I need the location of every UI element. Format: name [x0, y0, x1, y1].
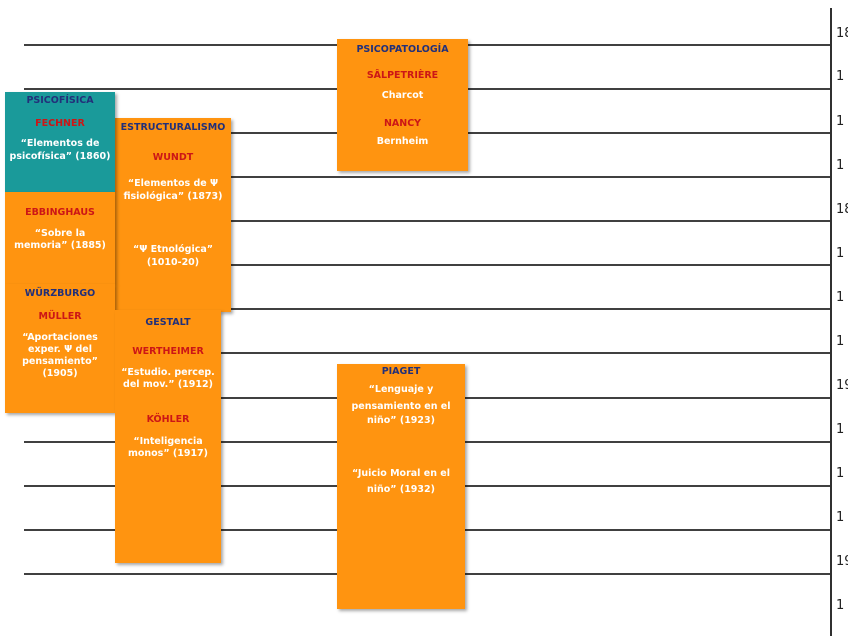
muller-work-line4: (1905) — [42, 368, 78, 379]
timeline-line — [24, 352, 830, 354]
ebbinghaus-box: EBBINGHAUS “Sobre la memoria” (1885) — [5, 192, 115, 284]
year-label: 19 — [836, 554, 848, 569]
wertheimer-work-line1: “Estudio. percep. — [121, 367, 215, 378]
wurzburgo-heading: WÜRZBURGO — [24, 288, 96, 299]
year-label: 19 — [836, 378, 848, 393]
kohler-label: KÖHLER — [146, 414, 190, 425]
timeline-line — [24, 264, 830, 266]
wundt-work1-line2: fisiológica” (1873) — [123, 191, 223, 202]
psicofisica-heading: PSICOFÍSICA — [26, 95, 94, 106]
wurzburgo-box: WÜRZBURGO MÜLLER “Aportaciones exper. Ψ … — [5, 284, 115, 413]
piaget-work1-line1: “Lenguaje y — [368, 384, 434, 395]
muller-work-line1: “Aportaciones — [22, 332, 98, 343]
piaget-heading: PIAGET — [381, 366, 421, 377]
ebbinghaus-work-line1: “Sobre la — [34, 228, 86, 239]
kohler-work-line2: monos” (1917) — [127, 448, 209, 459]
wertheimer-work-line2: del mov.” (1912) — [123, 379, 213, 390]
wundt-work1-line1: “Elementos de Ψ — [127, 178, 219, 189]
gestalt-heading: GESTALT — [145, 317, 191, 328]
ebbinghaus-work-line2: memoria” (1885) — [14, 240, 106, 251]
wundt-work2-line2: (1010-20) — [146, 257, 200, 268]
estructuralismo-box: ESTRUCTURALISMO WUNDT “Elementos de Ψ fi… — [115, 118, 231, 312]
ebbinghaus-label: EBBINGHAUS — [25, 207, 95, 218]
muller-work-line3: pensamiento” — [22, 356, 98, 367]
wertheimer-label: WERTHEIMER — [132, 346, 204, 357]
estructuralismo-heading: ESTRUCTURALISMO — [120, 122, 226, 133]
year-label: 1 — [836, 114, 845, 129]
fechner-work-line2: psicofísica” (1860) — [9, 151, 111, 162]
piaget-work1-line2: pensamiento en el — [351, 401, 451, 412]
fechner-work-line1: “Elementos de — [20, 138, 100, 149]
timeline-axis — [830, 8, 832, 636]
wundt-work2-line1: “Ψ Etnológica” — [132, 244, 214, 255]
psicopatologia-heading: PSICOPATOLOGÍA — [356, 44, 449, 55]
year-label: 1 — [836, 334, 845, 349]
year-label: 1 — [836, 422, 845, 437]
muller-label: MÜLLER — [38, 311, 82, 322]
piaget-work1-line3: niño” (1923) — [367, 415, 435, 426]
kohler-work-line1: “Inteligencia — [133, 436, 203, 447]
year-label: 18 — [836, 26, 848, 41]
timeline-line — [24, 308, 830, 310]
year-label: 1 — [836, 290, 845, 305]
year-label: 1 — [836, 466, 845, 481]
psicofisica-box: PSICOFÍSICA FECHNER “Elementos de psicof… — [5, 92, 115, 192]
year-label: 1 — [836, 158, 845, 173]
year-label: 1 — [836, 598, 845, 613]
timeline-line — [24, 220, 830, 222]
year-label: 18 — [836, 202, 848, 217]
timeline-line — [24, 176, 830, 178]
piaget-work2-line1: “Juicio Moral en el — [352, 468, 450, 479]
salpetriere-label: SÂLPETRIÈRE — [366, 70, 439, 81]
nancy-label: NANCY — [383, 118, 422, 129]
gestalt-box: GESTALT WERTHEIMER “Estudio. percep. del… — [115, 310, 221, 563]
wundt-label: WUNDT — [152, 152, 194, 163]
piaget-work2-line2: niño” (1932) — [367, 484, 435, 495]
psicopatologia-box: PSICOPATOLOGÍA SÂLPETRIÈRE Charcot NANCY… — [337, 39, 468, 171]
muller-work-line2: exper. Ψ del — [28, 344, 92, 355]
year-label: 1 — [836, 246, 845, 261]
charcot-label: Charcot — [381, 90, 424, 101]
piaget-box: PIAGET “Lenguaje y pensamiento en el niñ… — [337, 364, 465, 609]
fechner-label: FECHNER — [35, 118, 85, 129]
bernheim-label: Bernheim — [376, 136, 429, 147]
year-label: 1 — [836, 510, 845, 525]
year-label: 1 — [836, 69, 845, 84]
